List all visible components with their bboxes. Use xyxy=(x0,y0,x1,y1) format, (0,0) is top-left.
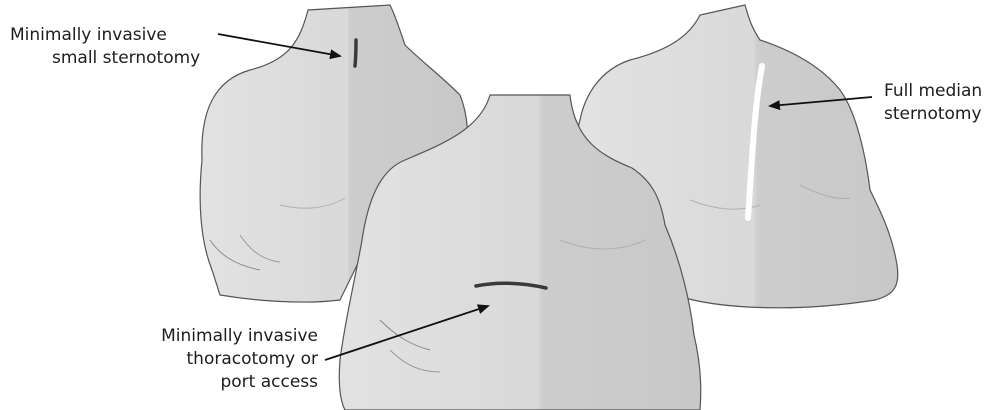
label-thoraco-line1: Minimally invasive xyxy=(128,325,318,348)
label-small-line2: small sternotomy xyxy=(10,47,200,70)
label-thoraco-line2: thoracotomy or xyxy=(128,348,318,371)
label-full-sternotomy: Full median sternotomy xyxy=(884,80,982,126)
label-full-line2: sternotomy xyxy=(884,103,982,126)
label-full-line1: Full median xyxy=(884,80,982,103)
label-thoracotomy: Minimally invasive thoracotomy or port a… xyxy=(128,325,318,394)
small-sternotomy-incision xyxy=(355,40,356,66)
label-small-line1: Minimally invasive xyxy=(10,24,200,47)
label-small-sternotomy: Minimally invasive small sternotomy xyxy=(10,24,200,70)
label-thoraco-line3: port access xyxy=(128,371,318,394)
